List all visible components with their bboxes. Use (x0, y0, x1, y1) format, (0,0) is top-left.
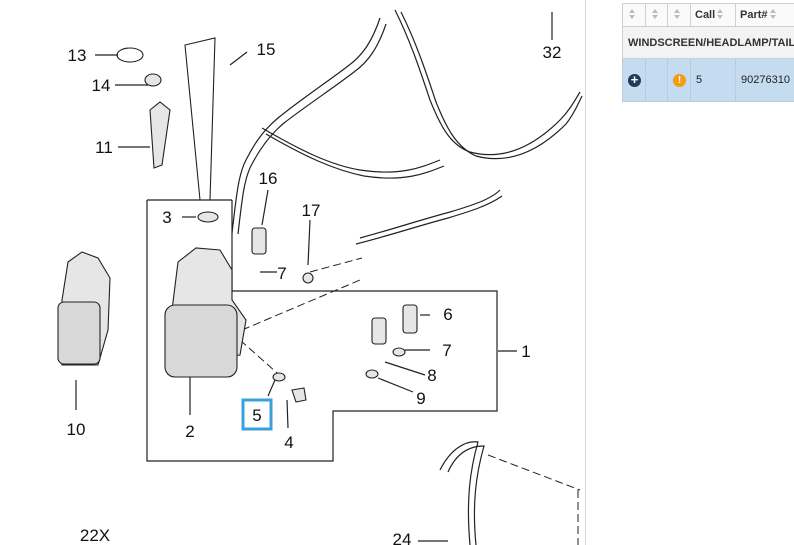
callout-32[interactable]: 32 (543, 43, 562, 62)
sort-icon (769, 9, 776, 21)
part-16-pump (251, 227, 267, 255)
part-3-grommet (197, 211, 219, 223)
sort-col-status[interactable] (646, 4, 668, 26)
callout-17[interactable]: 17 (302, 201, 321, 220)
callout-11[interactable]: 11 (95, 138, 113, 157)
status-cell (646, 59, 668, 101)
callout-14[interactable]: 14 (92, 76, 111, 95)
table-header: Call Part# (622, 3, 794, 27)
sort-icon (652, 9, 658, 21)
callout-15[interactable]: 15 (257, 40, 276, 59)
callout-22x: 22X (80, 526, 110, 545)
callout-13[interactable]: 13 (68, 46, 87, 65)
expand-cell[interactable]: + (623, 59, 646, 101)
callout-2[interactable]: 2 (185, 422, 194, 441)
part-5-seal (272, 372, 286, 382)
callout-7-upper[interactable]: 7 (277, 264, 286, 283)
parts-diagram: 1 2 3 4 5 6 7 7 8 9 10 11 13 14 15 16 17… (57, 9, 583, 545)
part-2-reservoir (164, 247, 247, 378)
callout-16[interactable]: 16 (259, 169, 278, 188)
callout-8[interactable]: 8 (427, 366, 436, 385)
part-header-label: Part# (740, 9, 768, 21)
part-pump-left (371, 317, 387, 345)
warning-icon[interactable]: ! (673, 73, 686, 87)
washer-hose-upper (231, 9, 583, 245)
part-9-fitting (365, 369, 379, 379)
callout-6[interactable]: 6 (443, 305, 452, 324)
part-14-cap (144, 73, 162, 87)
leader-lines (75, 12, 553, 542)
part-10-reservoir-left (57, 251, 111, 366)
part-11-filler-neck (149, 101, 171, 169)
part-13-cap-seal (116, 47, 144, 63)
sort-icon (717, 9, 724, 21)
warning-cell: ! (668, 59, 691, 101)
callout-10[interactable]: 10 (67, 420, 86, 439)
call-cell: 5 (691, 59, 736, 101)
part-4-sensor (291, 387, 307, 403)
callout-5[interactable]: 5 (252, 406, 261, 425)
part-8-grommet (392, 347, 406, 357)
parts-panel: Call Part# WINDSCREEN/HEADLAMP/TAIL C + … (586, 0, 794, 545)
callout-3[interactable]: 3 (162, 208, 171, 227)
group-row[interactable]: WINDSCREEN/HEADLAMP/TAIL C (622, 27, 794, 59)
sort-icon (674, 9, 680, 21)
table-row[interactable]: + ! 5 90276310 (622, 59, 794, 102)
assembly-outline (146, 199, 498, 462)
callout-1[interactable]: 1 (521, 342, 530, 361)
diagram-canvas: 1 2 3 4 5 6 7 7 8 9 10 11 13 14 15 16 17… (57, 9, 583, 545)
dashed-guides (239, 257, 581, 545)
part-17-nut (302, 272, 314, 284)
column-header-part[interactable]: Part# (736, 4, 794, 26)
part-15-strip (184, 37, 216, 201)
callout-24[interactable]: 24 (393, 530, 412, 545)
callout-5-highlight[interactable] (241, 398, 273, 431)
sort-col-expand[interactable] (623, 4, 646, 26)
callout-7-lower[interactable]: 7 (442, 341, 451, 360)
panel-divider[interactable] (585, 0, 586, 545)
part-number-cell[interactable]: 90276310 (736, 59, 794, 101)
call-header-label: Call (695, 9, 716, 21)
sort-icon (629, 9, 635, 21)
sort-col-flag[interactable] (668, 4, 691, 26)
part-6-pump (402, 304, 418, 334)
washer-hose-lower (439, 441, 485, 545)
column-header-call[interactable]: Call (691, 4, 736, 26)
callout-9[interactable]: 9 (416, 389, 425, 408)
callout-4[interactable]: 4 (284, 433, 293, 452)
plus-circle-icon[interactable]: + (628, 73, 641, 87)
